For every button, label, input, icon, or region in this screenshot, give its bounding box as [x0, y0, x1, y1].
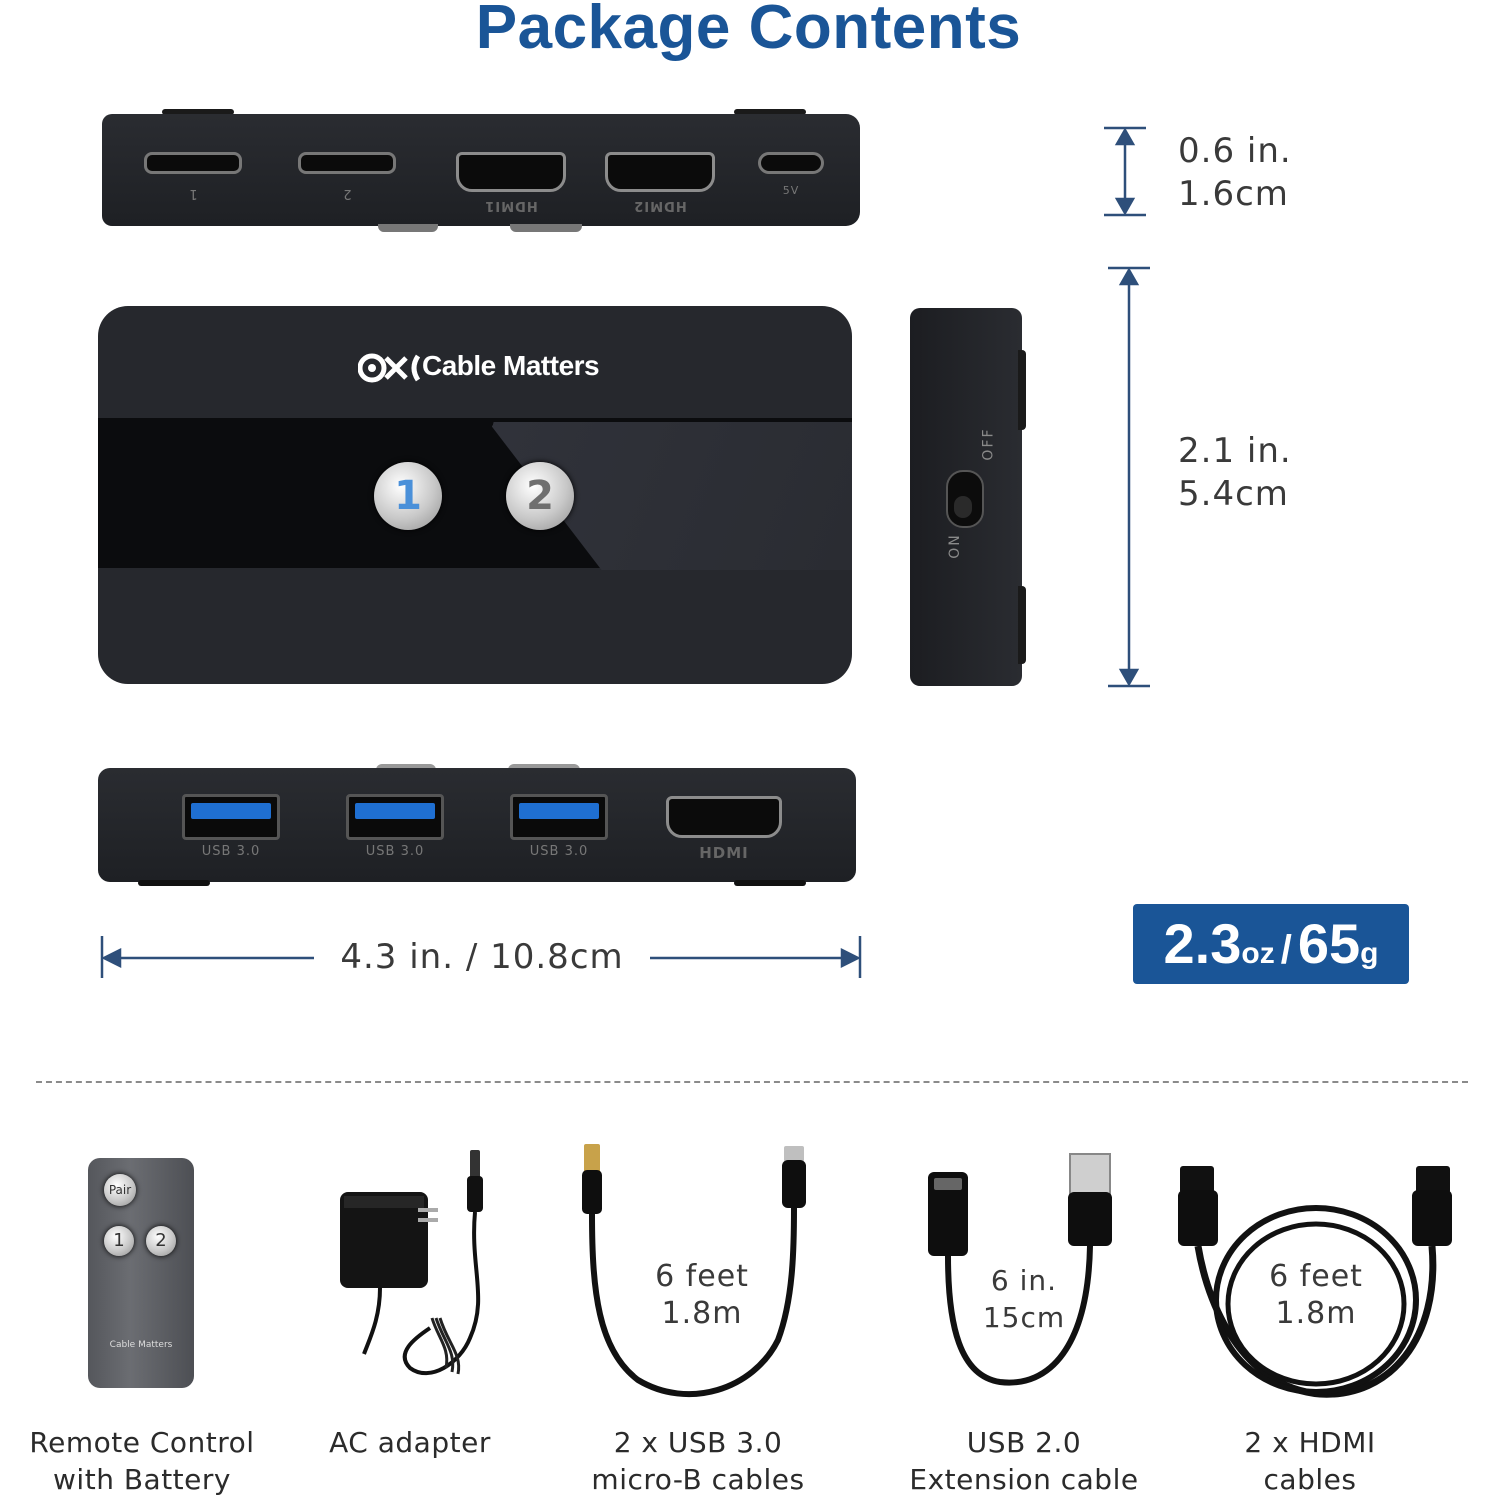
usb3-port-1: [182, 794, 280, 840]
remote-pair-button[interactable]: Pair: [104, 1174, 136, 1206]
depth-cm: 5.4cm: [1178, 474, 1289, 514]
cable-matters-logo-icon: [357, 353, 421, 383]
hdmi-length-metric: 1.8m: [1275, 1296, 1357, 1331]
weight-oz-unit: oz: [1241, 937, 1275, 970]
item-caption-remote: Remote Control with Battery: [29, 1426, 255, 1496]
brand-logo: Cable Matters: [357, 346, 600, 386]
usb3-micro-b-cable-image: [582, 1144, 806, 1397]
weight-g-value: 65: [1297, 912, 1361, 975]
usb3-cable-length: 6 feet 1.8m: [612, 1258, 792, 1332]
micro-b-port-1: [144, 152, 242, 174]
switch-bottom-view: USB 3.0 USB 3.0 USB 3.0 HDMI: [98, 760, 858, 890]
width-dimension: 4.3 in. / 10.8cm: [340, 937, 624, 977]
page-title: Package Contents: [475, 0, 1022, 62]
depth-in: 2.1 in.: [1178, 431, 1292, 471]
remote-control: Pair 1 2 Cable Matters: [88, 1158, 194, 1388]
weight-separator: /: [1280, 928, 1292, 972]
port-label: USB 3.0: [201, 844, 261, 859]
weight-g-unit: g: [1360, 937, 1379, 970]
item-caption-usb2-extension: USB 2.0 Extension cable: [909, 1426, 1139, 1496]
item-caption-usb3-cables: 2 x USB 3.0 micro-B cables: [591, 1426, 805, 1496]
usb2-cable-length: 6 in. 15cm: [944, 1262, 1104, 1336]
hdmi-cable-image: [1178, 1166, 1452, 1398]
weight-badge: 2.3oz/65g: [1133, 904, 1409, 984]
hdmi-port-1: [456, 152, 566, 192]
usb3-length-imperial: 6 feet: [655, 1259, 749, 1294]
item-caption-hdmi-cables: 2 x HDMI cables: [1244, 1426, 1376, 1496]
usb2-extension-cable-image: [928, 1153, 1112, 1386]
item-caption-ac-adapter: AC adapter: [329, 1426, 491, 1459]
hdmi-port-2: [605, 152, 715, 192]
remote-brand: Cable Matters: [109, 1340, 173, 1350]
micro-b-port-2: [298, 152, 396, 174]
port-label: USB 3.0: [365, 844, 425, 859]
switch-top-view: 1 2 HDMI1 HDMI2 5V: [102, 109, 862, 232]
dimension-arrows: [100, 126, 1150, 978]
section-divider: [36, 1081, 1468, 1083]
port-label: USB 3.0: [529, 844, 589, 859]
hdmi-output-port: [666, 796, 782, 838]
brand-name: Cable Matters: [422, 350, 600, 381]
switch-front-view: Cable Matters 1 2: [98, 306, 854, 686]
usb2-length-imperial: 6 in.: [990, 1264, 1058, 1297]
switch-side-view: ON OFF: [910, 306, 1030, 688]
height-in: 0.6 in.: [1178, 131, 1292, 171]
height-cm: 1.6cm: [1178, 174, 1289, 214]
depth-dimension: 2.1 in. 5.4cm: [1178, 430, 1292, 516]
usb3-port-2: [346, 794, 444, 840]
usb2-length-metric: 15cm: [982, 1301, 1066, 1334]
weight-oz-value: 2.3: [1163, 912, 1242, 975]
usb3-port-3: [510, 794, 608, 840]
port-label: 5V: [782, 184, 800, 197]
hdmi-cable-length: 6 feet 1.8m: [1226, 1258, 1406, 1332]
ac-adapter-image: [340, 1150, 483, 1376]
remote-button-1[interactable]: 1: [104, 1226, 134, 1256]
input-1-button[interactable]: 1: [374, 462, 442, 530]
height-dimension: 0.6 in. 1.6cm: [1178, 130, 1292, 216]
usb3-length-metric: 1.8m: [661, 1296, 743, 1331]
port-label: HDMI: [699, 844, 749, 862]
input-2-button[interactable]: 2: [506, 462, 574, 530]
hdmi-length-imperial: 6 feet: [1269, 1259, 1363, 1294]
power-switch[interactable]: [946, 470, 984, 528]
remote-button-2[interactable]: 2: [146, 1226, 176, 1256]
usb-c-power-port: [758, 152, 824, 174]
